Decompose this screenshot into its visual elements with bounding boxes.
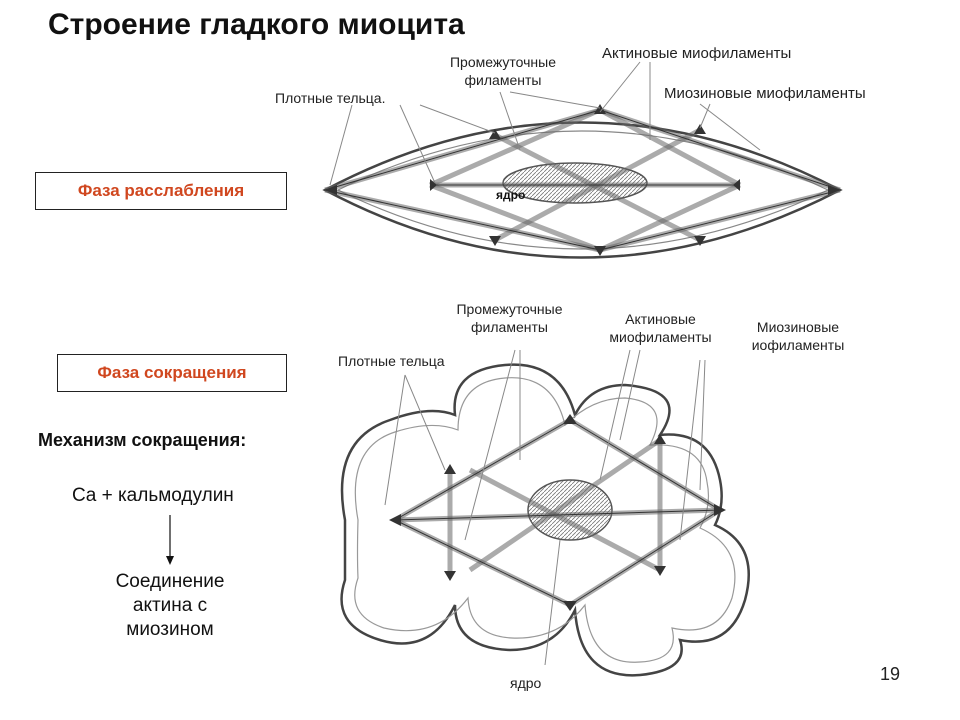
mechanism-step-calmodulin: Ca + кальмодулин [72,485,234,506]
page-number: 19 [880,664,901,684]
relaxed-dense-bodies [325,104,840,256]
contracted-nucleus [527,479,613,541]
relaxed-cell [322,61,843,259]
contracted-myofilaments [393,417,722,608]
contracted-dense-bodies-label: Плотные тельца [338,353,445,369]
relaxed-actin-label: Актиновые миофиламенты [602,45,792,62]
relaxed-intermediate-filaments-label: Промежуточные филаменты [449,54,557,88]
mechanism-step-actin-myosin: Соединение актина с миозином [115,571,225,640]
contracted-pointer-lines [384,349,706,666]
contracted-nucleus-label: ядро [510,675,542,691]
slide-title: Строение гладкого миоцита [48,8,465,41]
contracted-cell-membrane [340,363,750,677]
contracted-myosin-label: Миозиновые иофиламенты [751,319,845,353]
mechanism-arrow [166,515,174,565]
contracted-intermediate-filaments-label: Промежуточные филаменты [456,301,563,335]
contracted-cell [340,349,750,677]
contracted-dense-bodies [389,414,726,611]
relaxed-nucleus-label: ядро [496,188,526,202]
contracted-actin-label: Актиновые миофиламенты [609,311,712,345]
phase-relaxation-box: Фаза расслабления [35,172,287,210]
relaxed-myosin-label: Миозиновые миофиламенты [664,85,866,102]
phase-contraction-box: Фаза сокращения [57,354,287,392]
relaxed-pointer-lines [329,61,761,186]
relaxed-dense-bodies-label: Плотные тельца. [275,90,386,106]
mechanism-heading: Механизм сокращения: [38,430,247,450]
